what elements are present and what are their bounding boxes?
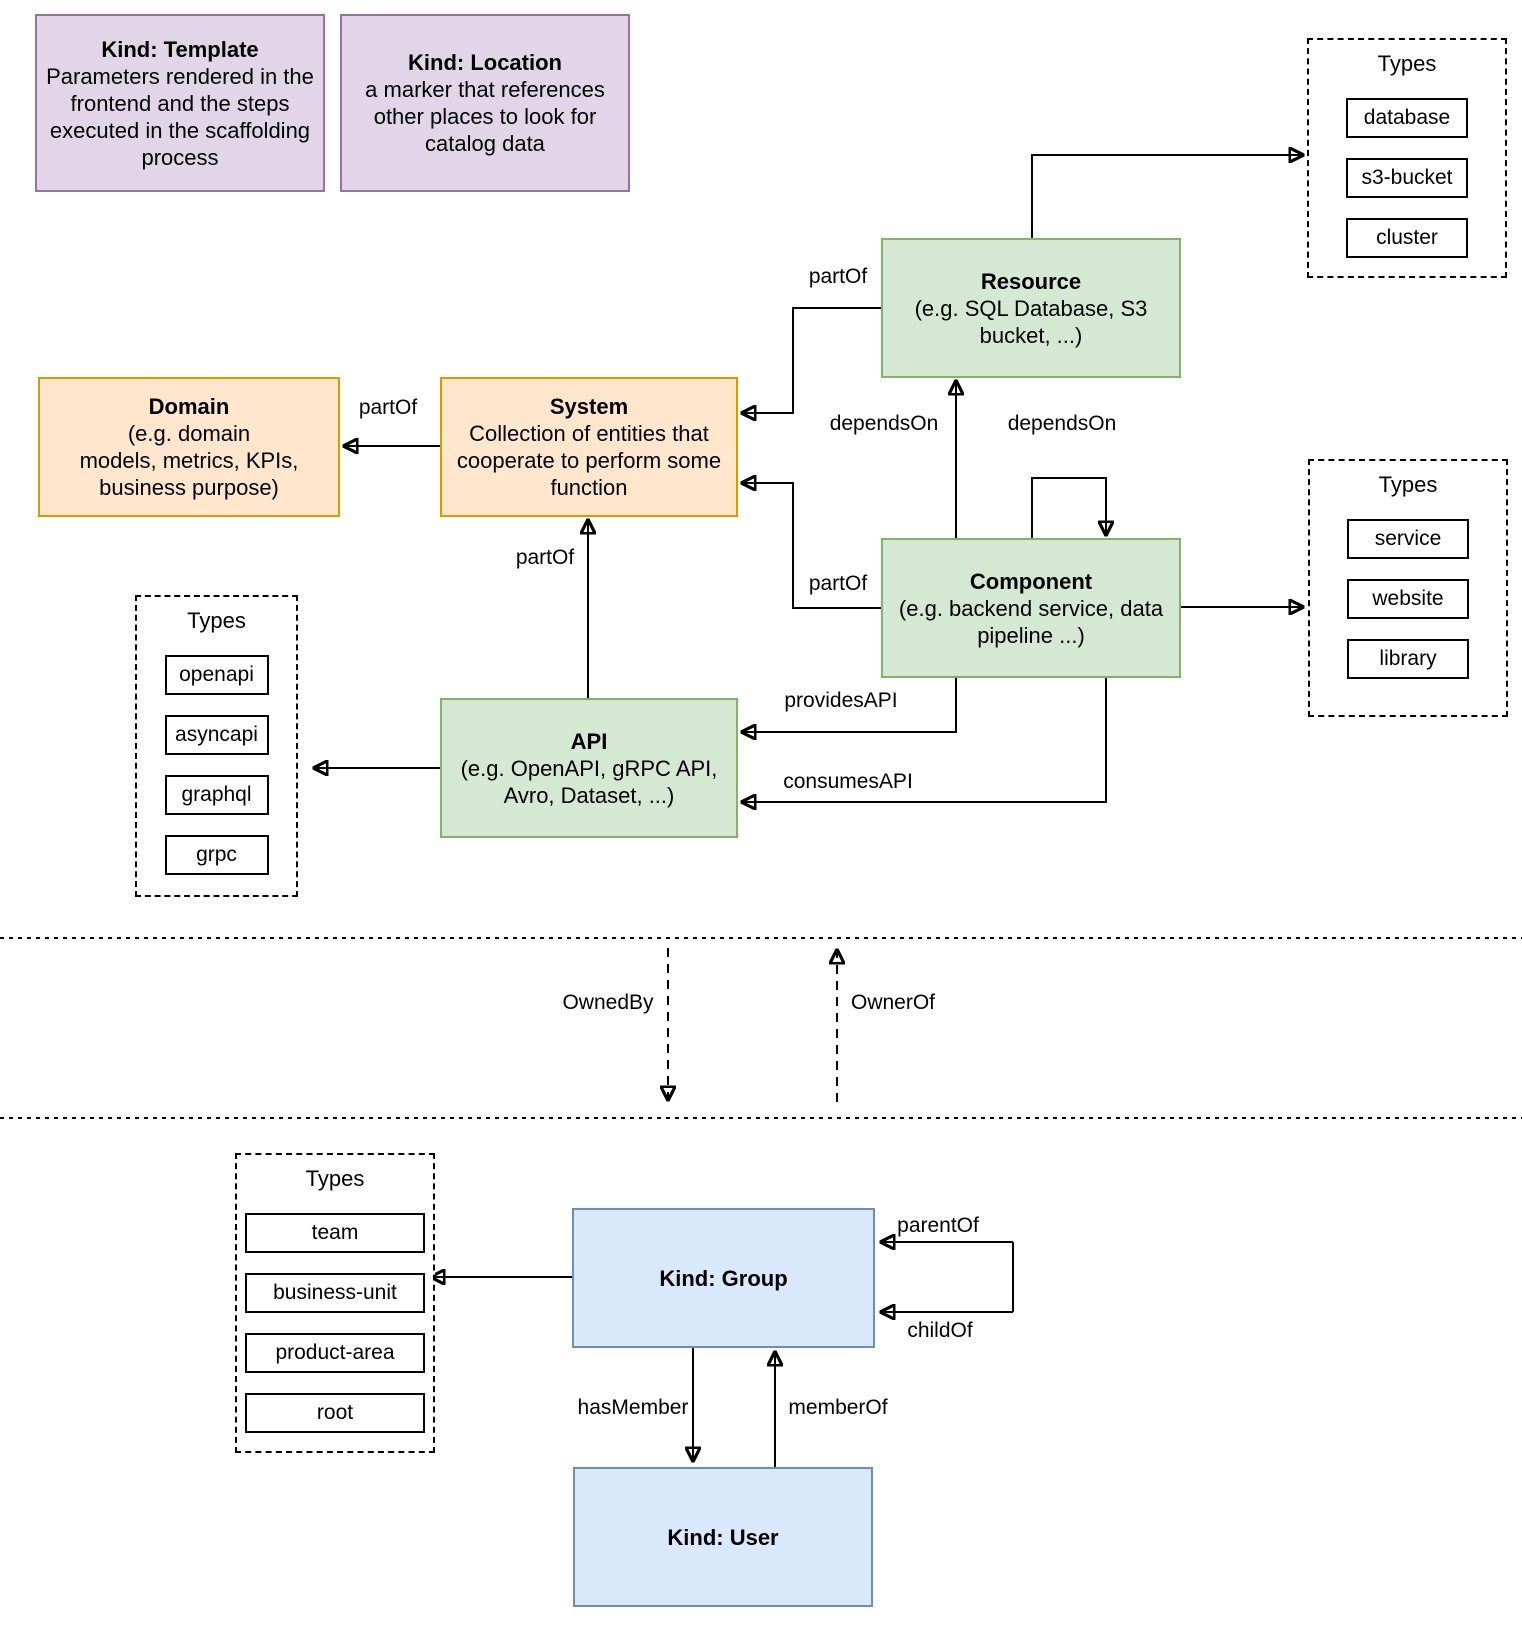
type-item: product-area bbox=[245, 1333, 425, 1373]
edge-resource-to-resource-types bbox=[1031, 155, 1303, 238]
edge-label-memberof: memberOf bbox=[788, 1396, 888, 1419]
edge-label-childof: childOf bbox=[907, 1319, 973, 1342]
edge-label-ownedby: OwnedBy bbox=[562, 991, 654, 1014]
node-kind-template: Kind: Template Parameters rendered in th… bbox=[35, 14, 325, 192]
api-types-box: Types openapi asyncapi graphql grpc bbox=[135, 595, 298, 897]
edge-component-partof-system bbox=[742, 483, 881, 609]
node-title: Kind: Location bbox=[408, 50, 562, 75]
types-header: Types bbox=[1377, 51, 1437, 76]
edge-label-consumesapi: consumesAPI bbox=[783, 770, 913, 793]
node-title: Kind: User bbox=[667, 1524, 779, 1550]
type-item: graphql bbox=[164, 775, 269, 815]
edge-label-partof-system-domain: partOf bbox=[358, 396, 418, 419]
edge-label-partof-component-system: partOf bbox=[808, 572, 868, 595]
node-title: Kind: Template bbox=[101, 36, 259, 62]
edge-component-dependson-self bbox=[1031, 477, 1106, 538]
type-item: root bbox=[245, 1393, 425, 1433]
node-title: Domain bbox=[148, 394, 230, 419]
edge-label-partof-api-system: partOf bbox=[515, 546, 575, 569]
type-item: website bbox=[1347, 579, 1469, 619]
type-item: s3-bucket bbox=[1346, 158, 1468, 198]
node-title: Component bbox=[969, 568, 1093, 594]
node-title: Kind: Group bbox=[659, 1265, 788, 1291]
node-body: (e.g. backend service, data pipeline ...… bbox=[898, 595, 1164, 648]
node-body: (e.g. OpenAPI, gRPC API, Avro, Dataset, … bbox=[460, 755, 718, 808]
edge-resource-partof-system bbox=[742, 307, 881, 413]
edge-label-dependson-resource: dependsOn bbox=[829, 412, 939, 435]
group-types-box: Types team business-unit product-area ro… bbox=[235, 1153, 435, 1453]
edge-component-consumesapi bbox=[742, 678, 1107, 802]
node-title: API bbox=[570, 728, 608, 754]
node-domain: Domain (e.g. domain models, metrics, KPI… bbox=[38, 377, 340, 517]
node-api: API (e.g. OpenAPI, gRPC API, Avro, Datas… bbox=[440, 698, 738, 838]
type-item: cluster bbox=[1346, 218, 1468, 258]
node-body: (e.g. domain models, metrics, KPIs, busi… bbox=[79, 421, 299, 500]
edge-component-providesapi bbox=[742, 678, 957, 732]
type-item: database bbox=[1346, 98, 1468, 138]
node-component: Component (e.g. backend service, data pi… bbox=[881, 538, 1181, 678]
node-body: Collection of entities that cooperate to… bbox=[456, 421, 722, 500]
node-kind-user: Kind: User bbox=[573, 1467, 873, 1607]
edge-label-providesapi: providesAPI bbox=[784, 689, 898, 712]
node-title: System bbox=[549, 394, 629, 419]
node-kind-group: Kind: Group bbox=[572, 1208, 875, 1348]
type-item: grpc bbox=[164, 835, 269, 875]
types-header: Types bbox=[1378, 472, 1438, 497]
node-kind-location: Kind: Location a marker that references … bbox=[340, 14, 630, 192]
node-system: System Collection of entities that coope… bbox=[440, 377, 738, 517]
node-body: (e.g. SQL Database, S3 bucket, ...) bbox=[914, 295, 1148, 348]
edge-label-partof-resource-system: partOf bbox=[808, 265, 868, 288]
node-body: Parameters rendered in the frontend and … bbox=[46, 63, 314, 170]
type-item: openapi bbox=[164, 655, 269, 695]
resource-types-box: Types database s3-bucket cluster bbox=[1307, 38, 1507, 278]
component-types-box: Types service website library bbox=[1308, 459, 1508, 717]
node-title: Resource bbox=[980, 268, 1082, 294]
node-resource: Resource (e.g. SQL Database, S3 bucket, … bbox=[881, 238, 1181, 378]
types-header: Types bbox=[187, 608, 246, 633]
type-item: library bbox=[1347, 639, 1469, 679]
type-item: asyncapi bbox=[164, 715, 269, 755]
types-header: Types bbox=[305, 1166, 365, 1191]
node-body: a marker that references other places to… bbox=[365, 77, 605, 156]
type-item: service bbox=[1347, 519, 1469, 559]
type-item: team bbox=[245, 1213, 425, 1253]
edge-label-ownerof: OwnerOf bbox=[850, 991, 936, 1014]
type-item: business-unit bbox=[245, 1273, 425, 1313]
edge-label-dependson-self: dependsOn bbox=[1007, 412, 1117, 435]
edge-label-hasmember: hasMember bbox=[577, 1396, 689, 1419]
edge-label-parentof: parentOf bbox=[897, 1214, 979, 1237]
